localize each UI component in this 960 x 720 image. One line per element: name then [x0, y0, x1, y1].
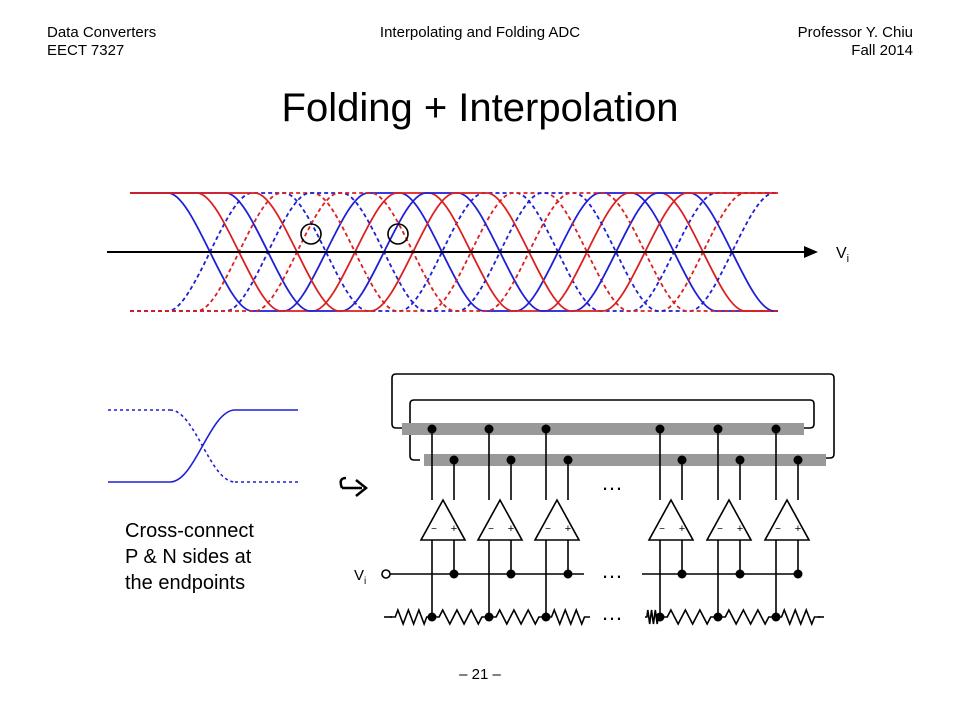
- input-node: [793, 569, 803, 579]
- bus-node-n: [677, 455, 687, 465]
- header-right: Professor Y. Chiu Fall 2014: [798, 24, 913, 60]
- folding-circuit: Vi … … … − + − + − + − + − + − +: [354, 373, 835, 627]
- bus-bar-bottom: [424, 454, 826, 466]
- bus-node-p: [427, 424, 437, 434]
- input-node: [506, 569, 516, 579]
- bus-bar-top: [402, 423, 804, 435]
- course-name: Data Converters: [47, 24, 157, 41]
- input-node: [563, 569, 573, 579]
- cross-connect-caption: Cross-connect P & N sides at the endpoin…: [125, 518, 254, 596]
- bus-node-n: [506, 455, 516, 465]
- amp-minus-label: −: [659, 524, 665, 535]
- waveform-n-1: [130, 192, 778, 312]
- comparator-amplifier: [763, 498, 811, 541]
- hook-right-arrow-icon: [339, 476, 369, 497]
- ladder-resistor: [546, 607, 590, 627]
- zero-crossing-marker-2: [387, 223, 409, 245]
- waveform-p-4: [130, 192, 778, 312]
- amp-plus-label: +: [451, 523, 457, 535]
- professor-name: Professor Y. Chiu: [797, 24, 913, 41]
- header-topic: Interpolating and Folding ADC: [379, 24, 581, 41]
- bus-node-p: [655, 424, 665, 434]
- bus-node-n: [563, 455, 573, 465]
- comparator-amplifier: [476, 498, 524, 541]
- amp-minus-label: −: [488, 524, 494, 535]
- amp-minus-label: −: [431, 524, 437, 535]
- page-number: – 21 –: [459, 666, 501, 683]
- waveform-n-3: [130, 192, 778, 312]
- vi-axis-arrowhead: [804, 246, 818, 258]
- amp-plus-label: +: [679, 523, 685, 535]
- caption-line-1: Cross-connect: [125, 520, 254, 542]
- comparator-amplifier: [419, 498, 467, 541]
- input-node: [449, 569, 459, 579]
- bus-node-n: [735, 455, 745, 465]
- input-node: [677, 569, 687, 579]
- ladder-resistor: [489, 608, 546, 626]
- caption-line-2: P & N sides at: [125, 546, 252, 568]
- vi-input-label: Vi: [354, 567, 366, 587]
- vi-input-terminal: [381, 569, 391, 579]
- vi-axis-label: Vi: [836, 245, 849, 265]
- waveform-n-2: [130, 192, 778, 312]
- input-node: [735, 569, 745, 579]
- bus-node-n: [793, 455, 803, 465]
- ellipsis-top: …: [601, 470, 623, 495]
- ladder-resistor: [432, 608, 489, 626]
- ladder-resistor: [645, 609, 660, 625]
- term: Fall 2014: [851, 42, 913, 59]
- amp-plus-label: +: [737, 523, 743, 535]
- amp-plus-label: +: [508, 523, 514, 535]
- amp-minus-label: −: [545, 524, 551, 535]
- amp-plus-label: +: [565, 523, 571, 535]
- amp-plus-label: +: [795, 523, 801, 535]
- comparator-amplifier: [647, 498, 695, 541]
- ladder-resistor: [776, 607, 820, 627]
- amp-minus-label: −: [775, 524, 781, 535]
- ladder-resistor: [718, 608, 776, 626]
- bus-node-p: [484, 424, 494, 434]
- bus-node-p: [541, 424, 551, 434]
- comparator-amplifier: [705, 498, 753, 541]
- cross-connect-illustration: [108, 409, 298, 483]
- zero-crossing-marker-1: [300, 223, 322, 245]
- page-title: Folding + Interpolation: [281, 86, 679, 130]
- bus-node-n: [449, 455, 459, 465]
- ladder-resistor: [660, 608, 718, 626]
- ellipsis-middle: …: [601, 558, 623, 583]
- comparator-amplifier: [533, 498, 581, 541]
- waveform-n-4: [130, 192, 778, 312]
- amp-minus-label: −: [717, 524, 723, 535]
- caption-line-3: the endpoints: [125, 572, 246, 594]
- course-code: EECT 7327: [47, 42, 125, 59]
- ellipsis-bottom: …: [601, 600, 623, 625]
- bus-node-p: [771, 424, 781, 434]
- ladder-resistor: [390, 607, 432, 627]
- bus-node-p: [713, 424, 723, 434]
- header-left: Data Converters EECT 7327: [47, 24, 156, 60]
